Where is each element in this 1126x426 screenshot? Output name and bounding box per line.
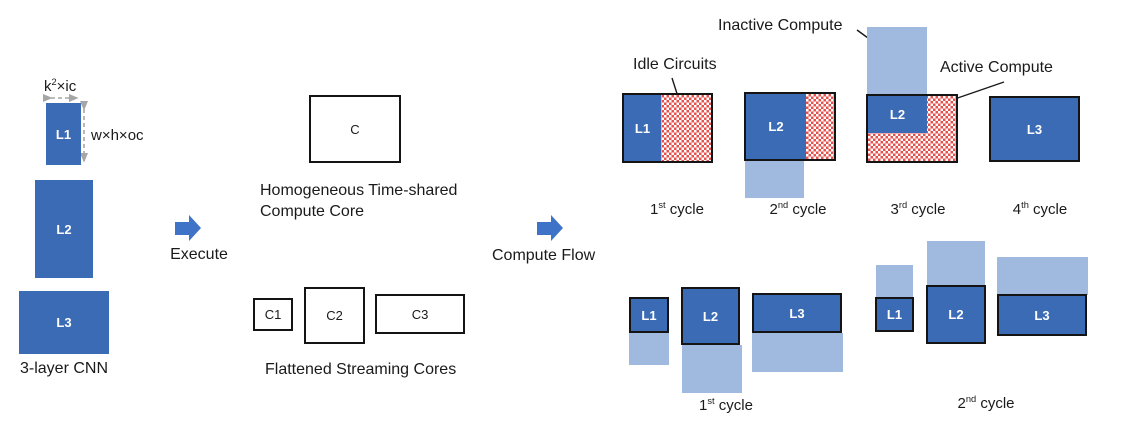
layer-label: L2 bbox=[948, 307, 964, 322]
cnn-layer-l3: L3 bbox=[19, 291, 109, 354]
streaming-cycle2-l2: L2 bbox=[926, 285, 986, 344]
arrow-shaft bbox=[537, 222, 551, 235]
layer-label: L3 bbox=[789, 305, 805, 321]
timeshared-cycle2-label: 2nd cycle bbox=[738, 200, 858, 218]
timeshared-cycle1-core: L1 bbox=[622, 93, 713, 163]
active-compute-region: L2 bbox=[868, 96, 927, 133]
cycle-ordinal: st bbox=[658, 200, 666, 210]
cycle-number: 3 bbox=[890, 201, 899, 218]
timeshared-cycle4-label: 4th cycle bbox=[980, 200, 1100, 218]
streaming-cycle1-l3: L3 bbox=[752, 293, 842, 333]
inactive-compute-region bbox=[867, 27, 927, 95]
streaming-cycle2-label: 2nd cycle bbox=[926, 394, 1046, 412]
cycle-ordinal: nd bbox=[777, 200, 789, 210]
cnn-caption: 3-layer CNN bbox=[19, 360, 108, 377]
cycle-word: cycle bbox=[714, 397, 753, 414]
execute-arrow-icon bbox=[175, 215, 202, 242]
layer-label: L2 bbox=[889, 107, 906, 122]
kernel-dim-label: k2×ic bbox=[44, 77, 76, 95]
core-label: C1 bbox=[264, 307, 282, 322]
inactive-compute-region bbox=[745, 160, 804, 198]
cycle-word: cycle bbox=[665, 201, 704, 218]
active-compute-region: L1 bbox=[624, 95, 661, 161]
pending-compute-region bbox=[997, 257, 1088, 295]
streaming-cycle1-l1: L1 bbox=[629, 297, 669, 333]
streaming-core-c3: C3 bbox=[375, 294, 465, 334]
layer-label: L3 bbox=[1034, 307, 1050, 323]
timeshared-cycle3-label: 3rd cycle bbox=[858, 200, 978, 218]
timeshared-cycle4-core: L3 bbox=[989, 96, 1080, 162]
kernel-dim-sup: 2 bbox=[51, 77, 57, 87]
output-dim-label: w×h×oc bbox=[91, 127, 144, 144]
kernel-dim-base: k bbox=[44, 78, 52, 95]
pending-compute-region bbox=[876, 265, 913, 297]
timeshared-cycle1-label: 1st cycle bbox=[617, 200, 737, 218]
core-label: C bbox=[350, 121, 360, 137]
cycle-word: cycle bbox=[907, 201, 946, 218]
cycle-word: cycle bbox=[788, 201, 827, 218]
kernel-dim-tail: ×ic bbox=[56, 78, 77, 95]
execute-label: Execute bbox=[170, 246, 228, 263]
cycle-ordinal: th bbox=[1021, 200, 1029, 210]
core-label: C2 bbox=[326, 308, 343, 323]
cycle-number: 1 bbox=[650, 201, 659, 218]
streaming-cycle2-l1: L1 bbox=[875, 297, 914, 332]
streaming-core-c2: C2 bbox=[304, 287, 365, 344]
cycle-number: 4 bbox=[1012, 201, 1022, 218]
timeshared-caption-line2: Compute Core bbox=[260, 203, 365, 220]
layer-label: L1 bbox=[641, 307, 657, 323]
cycle-word: cycle bbox=[976, 395, 1015, 412]
pending-compute-region bbox=[682, 345, 742, 393]
timeshared-core-box: C bbox=[309, 95, 401, 163]
cycle-ordinal: nd bbox=[965, 394, 977, 404]
arrow-head bbox=[551, 215, 563, 241]
pending-compute-region bbox=[927, 241, 985, 285]
cycle-number: 2 bbox=[769, 201, 778, 218]
pending-compute-region bbox=[752, 333, 843, 372]
cycle-number: 2 bbox=[957, 395, 966, 412]
pending-compute-region bbox=[629, 333, 669, 365]
core-label: C3 bbox=[411, 306, 429, 322]
timeshared-cycle2-core: L2 bbox=[744, 92, 836, 161]
arrow-head bbox=[189, 215, 201, 241]
layer-label: L2 bbox=[56, 221, 72, 237]
streaming-cycle1-l2: L2 bbox=[681, 287, 740, 345]
arrow-shaft bbox=[175, 222, 189, 235]
cnn-layer-l1: L1 bbox=[46, 103, 81, 165]
layer-label: L2 bbox=[768, 119, 784, 134]
inactive-compute-label: Inactive Compute bbox=[718, 17, 843, 34]
layer-label: L2 bbox=[702, 308, 719, 324]
compute-flow-label: Compute Flow bbox=[492, 247, 596, 264]
active-compute-label: Active Compute bbox=[940, 59, 1053, 76]
compute-flow-arrow-icon bbox=[537, 215, 564, 242]
streaming-cycle2-l3: L3 bbox=[997, 294, 1087, 336]
layer-label: L3 bbox=[56, 315, 72, 330]
layer-label: L3 bbox=[1026, 121, 1043, 137]
active-compute-region: L2 bbox=[746, 94, 806, 159]
cycle-word: cycle bbox=[1028, 201, 1068, 218]
timeshared-cycle3-core: L2 bbox=[866, 94, 958, 163]
cycle-ordinal: st bbox=[707, 396, 715, 406]
layer-label: L1 bbox=[55, 126, 72, 142]
streaming-caption: Flattened Streaming Cores bbox=[265, 361, 457, 378]
cycle-ordinal: rd bbox=[898, 200, 908, 210]
cnn-layer-l2: L2 bbox=[35, 180, 93, 278]
timeshared-caption-line1: Homogeneous Time-shared bbox=[260, 182, 458, 199]
streaming-cycle1-label: 1st cycle bbox=[666, 396, 786, 414]
layer-label: L1 bbox=[886, 307, 903, 322]
streaming-core-c1: C1 bbox=[253, 298, 293, 331]
layer-label: L1 bbox=[634, 120, 651, 136]
cycle-number: 1 bbox=[699, 397, 708, 414]
idle-circuits-label: Idle Circuits bbox=[633, 56, 717, 73]
